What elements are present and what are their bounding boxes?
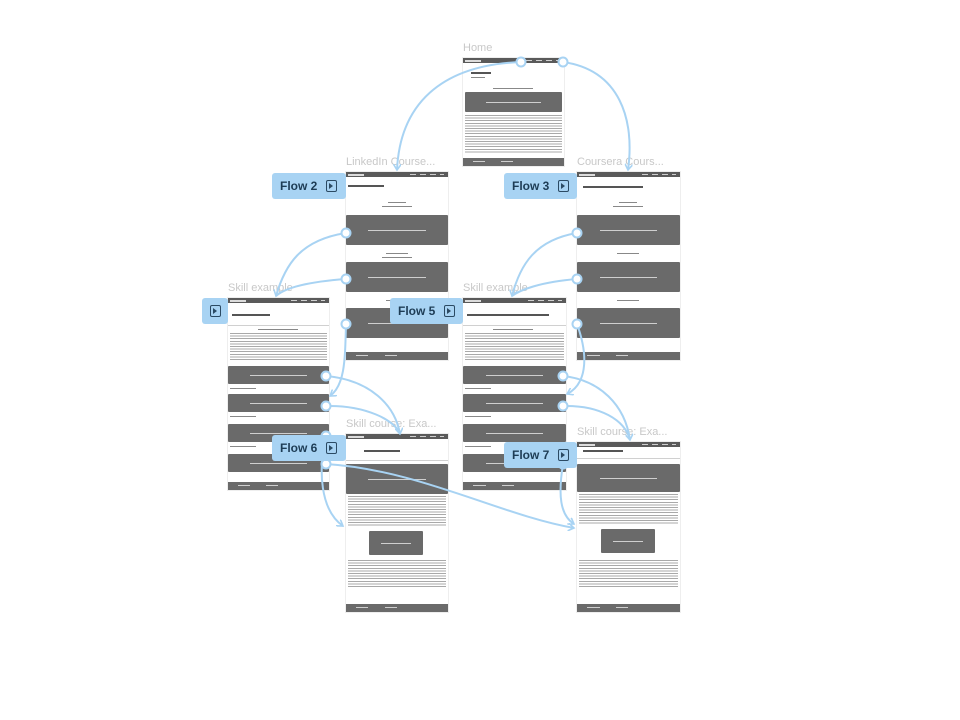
frame-caption <box>613 206 643 207</box>
frame-title-skill-example-left[interactable]: Skill example <box>228 282 293 294</box>
connector-linkedin-down <box>330 323 347 396</box>
frame-caption <box>388 202 406 203</box>
frame-caption <box>230 446 256 447</box>
flow-label: Flow 5 <box>398 304 436 318</box>
frame-caption <box>230 388 256 389</box>
frame-caption <box>619 202 637 203</box>
frame-heading <box>471 72 491 74</box>
frame-divider <box>346 460 448 461</box>
frame-card-block <box>463 366 566 384</box>
flow-badge-3[interactable]: Flow 3 <box>504 173 577 199</box>
frame-title-coursera[interactable]: Coursera Cours... <box>577 156 664 168</box>
frame-body-text <box>579 494 678 524</box>
frame-heading <box>583 450 623 452</box>
frame-image-block <box>601 529 655 553</box>
frame-card-block <box>463 424 566 442</box>
frame-heading <box>467 314 549 316</box>
play-square-icon <box>558 180 570 192</box>
frame-hero-block <box>346 464 448 494</box>
flow-label: Flow 3 <box>512 179 550 193</box>
frame-body-text <box>465 115 562 153</box>
frame-caption <box>382 206 412 207</box>
play-square-icon <box>444 305 456 317</box>
frame-nav-bar <box>577 442 680 447</box>
frame-caption <box>465 416 491 417</box>
frame-home[interactable] <box>463 58 564 166</box>
frame-divider <box>228 325 329 326</box>
frame-nav-bar <box>228 298 329 303</box>
frame-caption <box>382 257 412 258</box>
frame-title-linkedin[interactable]: LinkedIn Course... <box>346 156 436 168</box>
frame-title-skill-course-right[interactable]: Skill course: Exa... <box>577 426 668 438</box>
frame-card-block <box>463 394 566 412</box>
frame-heading <box>348 185 384 187</box>
frame-caption <box>493 88 533 89</box>
frame-skill-course-left[interactable] <box>346 434 448 612</box>
frame-hero-block <box>577 464 680 492</box>
frame-body-text <box>579 560 678 588</box>
frame-body-text <box>465 333 564 361</box>
frame-card-block <box>228 366 329 384</box>
frame-footer <box>228 482 329 490</box>
frame-caption <box>386 253 408 254</box>
frame-caption <box>230 416 256 417</box>
frame-subheading <box>471 77 485 78</box>
frame-card-block <box>577 262 680 292</box>
frame-footer <box>463 158 564 166</box>
flow-badge-start[interactable] <box>202 298 228 324</box>
frame-heading <box>364 450 400 452</box>
frame-body-text <box>230 333 327 361</box>
frame-coursera[interactable] <box>577 172 680 360</box>
flow-label: Flow 6 <box>280 441 318 455</box>
frame-card-block <box>577 308 680 338</box>
frame-nav-bar <box>577 172 680 177</box>
flow-label: Flow 7 <box>512 448 550 462</box>
frame-heading <box>583 186 643 188</box>
frame-nav-bar <box>346 172 448 177</box>
frame-body-text <box>348 560 446 588</box>
frame-image-block <box>369 531 423 555</box>
frame-caption <box>465 446 491 447</box>
frame-divider <box>577 458 680 459</box>
frame-hero-block <box>465 92 562 112</box>
flow-badge-7[interactable]: Flow 7 <box>504 442 577 468</box>
frame-title-skill-example-right[interactable]: Skill example <box>463 282 528 294</box>
frame-footer <box>463 482 566 490</box>
flow-badge-5[interactable]: Flow 5 <box>390 298 463 324</box>
frame-heading <box>232 314 270 316</box>
frame-skill-course-right[interactable] <box>577 442 680 612</box>
frame-nav-bar <box>346 434 448 439</box>
frame-card-block <box>346 262 448 292</box>
play-square-icon <box>326 442 338 454</box>
frame-nav-bar <box>463 58 564 63</box>
frame-divider <box>463 325 566 326</box>
frame-linkedin[interactable] <box>346 172 448 360</box>
frame-caption <box>465 388 491 389</box>
frame-skill-example-left[interactable] <box>228 298 329 490</box>
flow-label: Flow 2 <box>280 179 318 193</box>
play-square-icon <box>209 305 221 317</box>
frame-footer <box>346 604 448 612</box>
play-square-icon <box>558 449 570 461</box>
frame-caption <box>258 329 298 330</box>
frame-caption <box>617 300 639 301</box>
flow-badge-2[interactable]: Flow 2 <box>272 173 346 199</box>
frame-card-block <box>346 215 448 245</box>
play-square-icon <box>326 180 338 192</box>
frame-footer <box>346 352 448 360</box>
frame-card-block <box>228 394 329 412</box>
frame-title-skill-course-left[interactable]: Skill course: Exa... <box>346 418 437 430</box>
frame-caption <box>617 253 639 254</box>
frame-footer <box>577 604 680 612</box>
frame-nav-bar <box>463 298 566 303</box>
frame-caption <box>493 329 533 330</box>
frame-card-block <box>577 215 680 245</box>
frame-body-text <box>348 496 446 526</box>
flow-badge-6[interactable]: Flow 6 <box>272 435 346 461</box>
frame-title-home[interactable]: Home <box>463 42 493 54</box>
frame-footer <box>577 352 680 360</box>
connector-home-to-coursera <box>562 61 630 170</box>
